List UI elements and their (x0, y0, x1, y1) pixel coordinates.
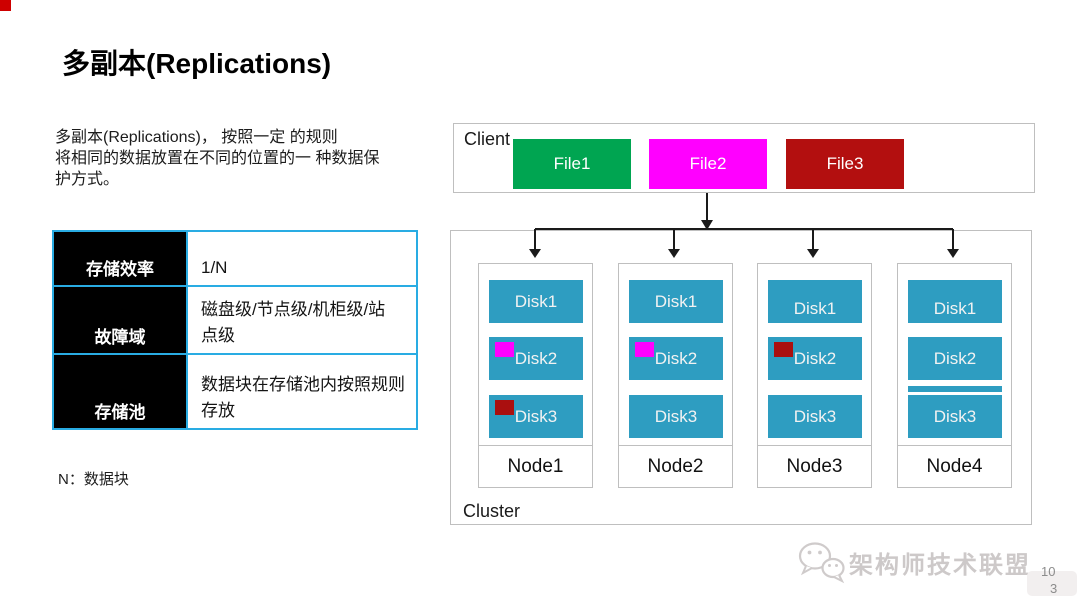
value-line: 数据块在存储池内按照规则 (201, 375, 405, 394)
corner-marker (0, 0, 11, 11)
disk-box: Disk3 (629, 395, 723, 438)
page-title: 多副本(Replications) (62, 48, 332, 79)
node-label: Node2 (619, 445, 732, 487)
node-label: Node4 (898, 445, 1011, 487)
page-number-badge (1027, 571, 1077, 596)
disk-label: Disk3 (654, 406, 698, 426)
table-row: 故障域 磁盘级/节点级/机柜级/站 点级 (52, 285, 418, 355)
row-label: 存储效率 (52, 230, 188, 287)
node-label: Node1 (479, 445, 592, 487)
disk-label: Disk2 (654, 348, 698, 368)
client-label: Client (464, 129, 511, 149)
disk-box: Disk1 (629, 280, 723, 323)
file-block-chip (495, 342, 514, 357)
file1-box: File1 (513, 139, 631, 189)
row-label: 故障域 (52, 285, 188, 355)
disk-label: Disk1 (514, 291, 558, 311)
wechat-logo-icon (796, 540, 848, 589)
disk-box: Disk3 (768, 395, 862, 438)
disk-label: Disk3 (514, 406, 558, 426)
row-value: 1/N (186, 230, 418, 287)
file-block-chip (774, 342, 793, 357)
legend-note: N：数据块 (58, 471, 129, 488)
value-line: 点级 (201, 326, 235, 345)
cluster-label: Cluster (463, 501, 521, 521)
disk-box: Disk2 (489, 337, 583, 380)
file2-box: File2 (649, 139, 767, 189)
file-block-chip (495, 400, 514, 415)
disk-label: Disk3 (793, 406, 837, 426)
table-row: 存储池 数据块在存储池内按照规则 存放 (52, 353, 418, 430)
intro-line: 将相同的数据放置在不同的位置的一 种数据保 (55, 150, 380, 167)
page-number-line2: 3 (1050, 581, 1058, 596)
disk-box: Disk2 (768, 337, 862, 380)
intro-line: 多副本(Replications)， 按照一定 的规则 (55, 129, 338, 146)
disk-box: Disk1 (908, 280, 1002, 323)
disk-label: Disk2 (933, 348, 977, 368)
disk-box: Disk3 (489, 395, 583, 438)
intro-line: 护方式。 (55, 171, 120, 188)
disk-label: Disk2 (514, 348, 558, 368)
disk-label: Disk1 (793, 299, 837, 318)
file3-box: File3 (786, 139, 904, 189)
value-line: 1/N (201, 258, 228, 277)
client-box: Client File1 File2 File3 (453, 123, 1035, 193)
disk-label: Disk1 (654, 291, 698, 311)
node-label: Node3 (758, 445, 871, 487)
node1-box: Disk1 Disk2 Disk3 Node1 (478, 263, 593, 488)
value-line: 存放 (201, 401, 235, 420)
node2-box: Disk1 Disk2 Disk3 Node2 (618, 263, 733, 488)
page-number-line1: 10 (1041, 564, 1056, 579)
disk-box: Disk3 (908, 395, 1002, 438)
row-value: 数据块在存储池内按照规则 存放 (186, 353, 418, 430)
node3-box: Disk1 Disk2 Disk3 Node3 (757, 263, 872, 488)
file-block-chip (635, 342, 654, 357)
row-label: 存储池 (52, 353, 188, 430)
disk-label: Disk2 (793, 348, 837, 368)
disk-label: Disk3 (933, 406, 977, 426)
node4-box: Disk1 Disk2 Disk3 Node4 (897, 263, 1012, 488)
brand-watermark: 架构师技术联盟 (849, 552, 1031, 579)
disk-label: Disk1 (933, 299, 977, 318)
spec-table: 存储效率 1/N 故障域 磁盘级/节点级/机柜级/站 点级 存储池 数据块在存储… (52, 230, 418, 430)
disk-box: Disk1 (489, 280, 583, 323)
disk-strip (908, 386, 1002, 392)
intro-paragraph: 多副本(Replications)， 按照一定 的规则 将相同的数据放置在不同的… (55, 127, 379, 190)
cluster-box: Cluster Disk1 Disk2 Disk3 Node1 Disk1 Di… (450, 230, 1032, 525)
disk-box: Disk2 (629, 337, 723, 380)
row-value: 磁盘级/节点级/机柜级/站 点级 (186, 285, 418, 355)
disk-box: Disk1 (768, 280, 862, 323)
value-line: 磁盘级/节点级/机柜级/站 (201, 300, 386, 319)
disk-box: Disk2 (908, 337, 1002, 380)
table-row: 存储效率 1/N (52, 230, 418, 287)
